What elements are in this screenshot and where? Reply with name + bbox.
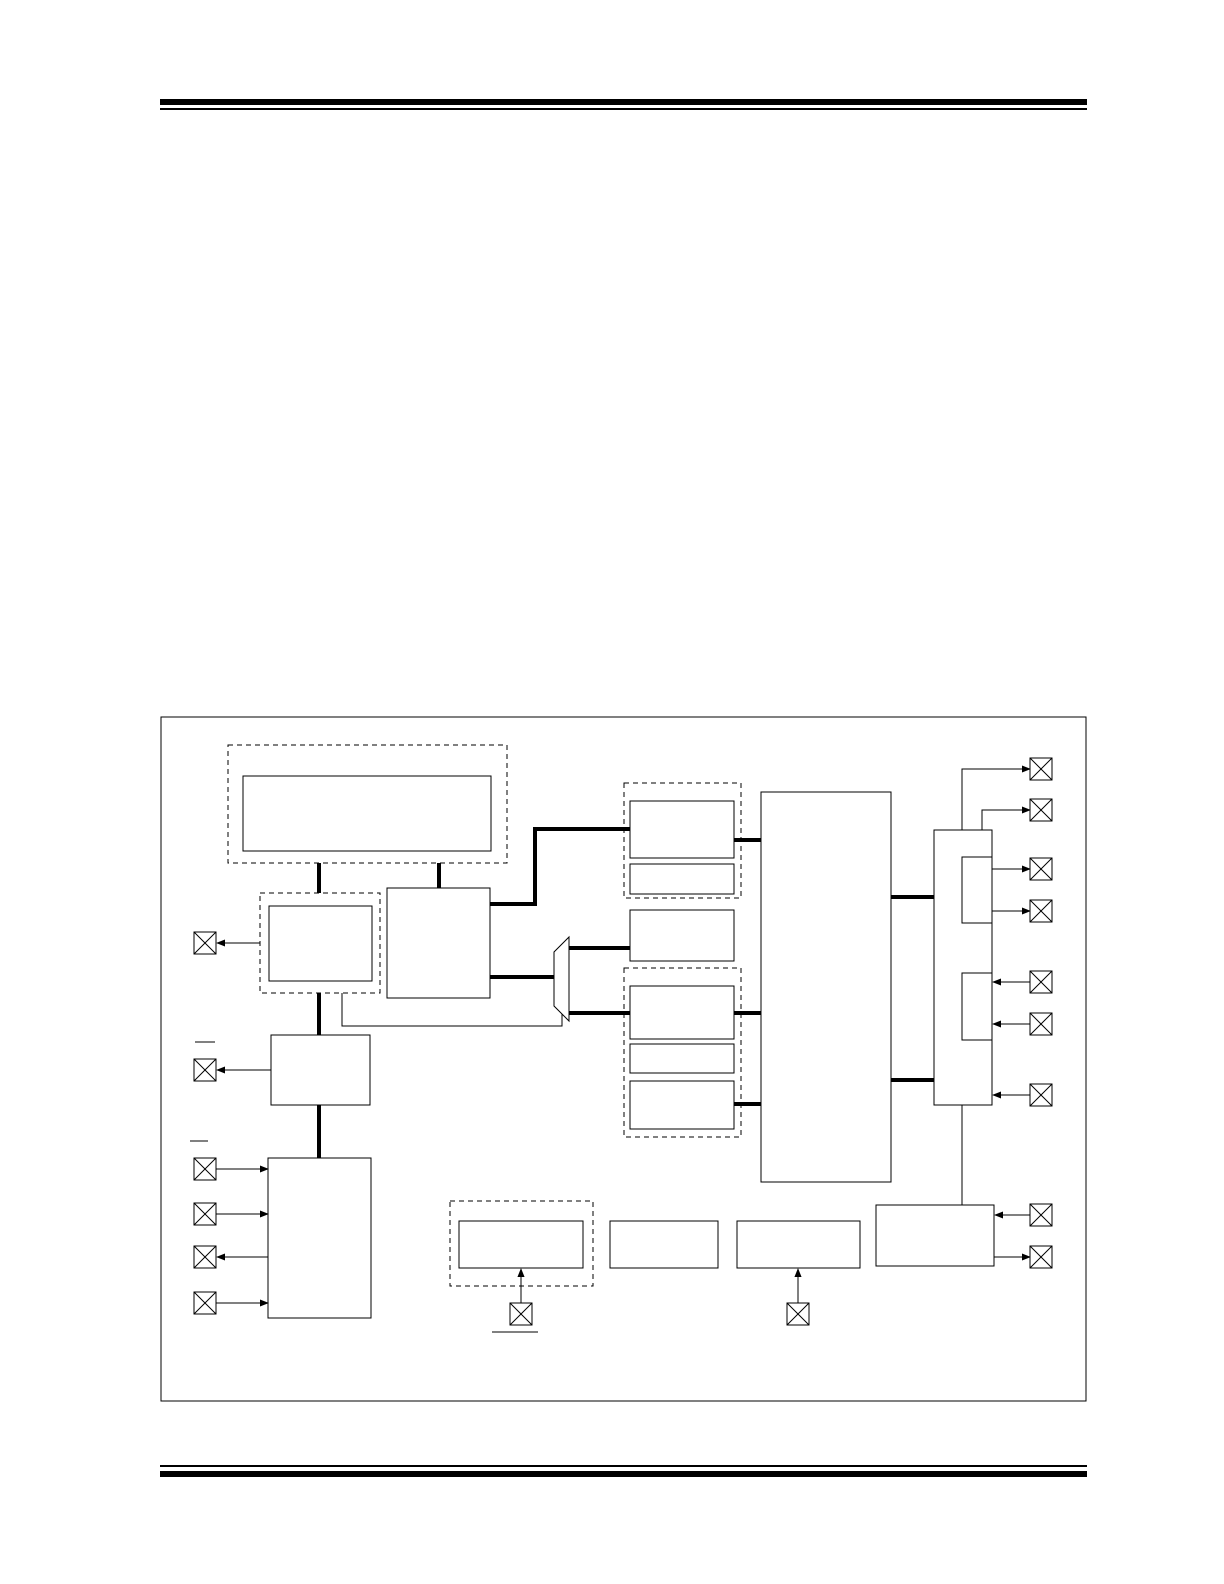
multiplexer-icon bbox=[553, 935, 570, 1023]
pin-x-box-icon bbox=[193, 931, 217, 955]
footer-rule-thick bbox=[160, 1471, 1087, 1477]
thick-buses bbox=[317, 827, 934, 1158]
diagram-frame bbox=[160, 716, 1087, 1402]
logic-block bbox=[386, 887, 491, 999]
thin-wires bbox=[216, 765, 1031, 1307]
bottom-block-1 bbox=[458, 1220, 584, 1269]
pin-x-box-icon bbox=[193, 1245, 217, 1269]
control-block bbox=[270, 1034, 371, 1106]
pin-x-box-icon bbox=[1029, 798, 1053, 822]
pin-x-box-icon bbox=[1029, 757, 1053, 781]
register-lower-small-block bbox=[629, 1043, 735, 1074]
bottom-block-4 bbox=[875, 1204, 995, 1267]
pin-x-box-icon bbox=[1029, 1012, 1053, 1036]
register-lower-block bbox=[629, 985, 735, 1040]
pin-x-box-icon bbox=[193, 1202, 217, 1226]
pin-x-box-icon bbox=[1029, 857, 1053, 881]
pin-x-box-icon bbox=[1029, 899, 1053, 923]
register-upper-block bbox=[629, 800, 735, 859]
register-middle-block bbox=[629, 909, 735, 962]
memory-array-block bbox=[242, 775, 492, 852]
port-sub-upper-block bbox=[961, 856, 993, 924]
bottom-block-3 bbox=[736, 1220, 861, 1269]
pin-x-box-icon bbox=[1029, 970, 1053, 994]
data-bus-block bbox=[760, 791, 892, 1183]
dashed-group-registers-lower bbox=[623, 967, 742, 1138]
footer-rule-thin bbox=[160, 1465, 1087, 1467]
pin-x-box-icon bbox=[1029, 1245, 1053, 1269]
header-rule-thin bbox=[160, 108, 1087, 110]
register-bottom-block bbox=[629, 1080, 735, 1130]
pin-x-box-icon bbox=[193, 1291, 217, 1315]
header-rule-thick bbox=[160, 99, 1087, 105]
io-control-block bbox=[267, 1157, 372, 1319]
pin-x-box-icon bbox=[193, 1058, 217, 1082]
register-upper-small-block bbox=[629, 863, 735, 895]
address-latch-block bbox=[268, 905, 373, 982]
dashed-group-memory bbox=[227, 744, 508, 864]
bottom-block-2 bbox=[609, 1220, 719, 1269]
port-sub-lower-block bbox=[961, 972, 993, 1041]
pin-x-box-icon bbox=[1029, 1203, 1053, 1227]
pin-x-box-icon bbox=[786, 1302, 810, 1326]
pins-group bbox=[193, 757, 1053, 1326]
pin-x-box-icon bbox=[1029, 1083, 1053, 1107]
pin-x-box-icon bbox=[193, 1157, 217, 1181]
pin-x-box-icon bbox=[509, 1302, 533, 1326]
